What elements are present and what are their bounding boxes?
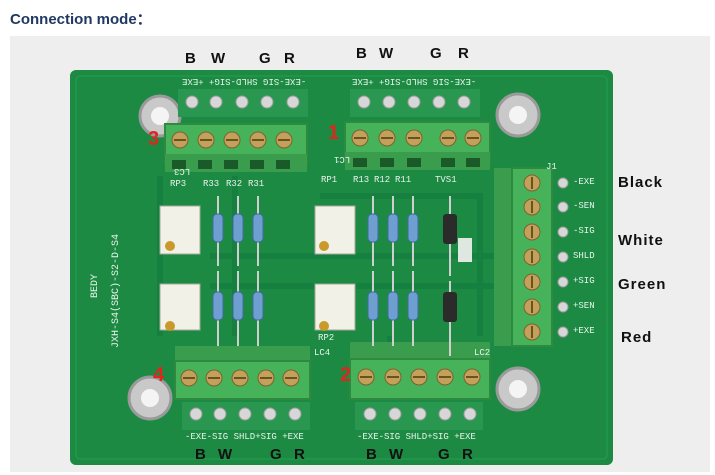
- top1-label-r: R: [458, 45, 469, 62]
- silk-top-right: -EXE-SIG SHLD-SIG+ +EXE: [352, 76, 477, 86]
- board-text-brand: BEDY: [90, 273, 101, 298]
- bottom4-label-b: B: [195, 446, 206, 463]
- silk-top-left: -EXE-SIG SHLD-SIG+ +EXE: [182, 76, 307, 86]
- silk-r32: R32: [226, 179, 243, 189]
- side-pin-1: -EXE: [573, 177, 595, 187]
- silk-r12: R12: [374, 175, 391, 185]
- top-pads-right: [350, 89, 480, 117]
- silk-j1: J1: [546, 162, 557, 172]
- silk-r11: R11: [395, 175, 412, 185]
- bottom2-label-r: R: [462, 446, 473, 463]
- side-pin-6: +SEN: [573, 301, 595, 311]
- trim-potentiometers: [159, 205, 356, 331]
- silk-rp2: RP2: [318, 333, 335, 343]
- silk-tvs1: TVS1: [435, 175, 457, 185]
- silk-rp3: RP3: [170, 179, 187, 189]
- top1-label-w: W: [379, 45, 394, 62]
- bottom4-label-g: G: [270, 446, 282, 463]
- cert-label: [458, 238, 472, 262]
- bottom2-label-w: W: [389, 446, 404, 463]
- side-pin-7: +EXE: [573, 326, 595, 336]
- page-title: Connection mode：: [10, 11, 152, 28]
- side-pin-4: SHLD: [573, 251, 595, 261]
- bottom2-label-b: B: [366, 446, 377, 463]
- connector-number-4: 4: [153, 364, 165, 386]
- top-pads-left: [178, 89, 308, 117]
- wire-label-red: Red: [621, 329, 653, 346]
- terminal-block-2: [349, 342, 491, 400]
- silk-bottom-right: -EXE-SIG SHLD+SIG +EXE: [357, 432, 476, 442]
- silk-lc1: LC1: [334, 154, 351, 164]
- bottom4-label-w: W: [218, 446, 233, 463]
- side-pin-3: -SIG: [573, 226, 595, 236]
- top3-label-b: B: [185, 50, 196, 67]
- silk-r13: R13: [353, 175, 370, 185]
- resistor-bodies: [212, 213, 419, 321]
- wire-label-white: White: [618, 232, 664, 249]
- terminal-block-side: [494, 167, 569, 347]
- terminal-block-3: [164, 123, 308, 172]
- silk-lc3: LC3: [174, 166, 191, 176]
- tvs-diodes: [443, 196, 457, 356]
- top3-label-w: W: [211, 50, 226, 67]
- bottom-pads-left: [182, 402, 310, 430]
- silk-bottom-left: -EXE-SIG SHLD+SIG +EXE: [185, 432, 304, 442]
- side-pin-2: -SEN: [573, 201, 595, 211]
- connector-number-1: 1: [328, 122, 340, 144]
- connector-number-3: 3: [148, 128, 160, 150]
- bottom4-label-r: R: [294, 446, 305, 463]
- wire-label-black: Black: [618, 174, 664, 191]
- silk-lc4: LC4: [314, 348, 331, 358]
- top1-label-b: B: [356, 45, 367, 62]
- terminal-block-1: [344, 121, 491, 170]
- bottom2-label-g: G: [438, 446, 450, 463]
- board-text-model: JXH-S4(SBC)-S2-D-S4: [111, 233, 122, 348]
- top1-label-g: G: [430, 45, 442, 62]
- connector-number-2: 2: [340, 364, 352, 386]
- pcb-photo: -EXE-SIG SHLD-SIG+ +EXE -EXE-SIG SHLD-SI…: [10, 36, 710, 472]
- silk-lc2: LC2: [474, 348, 491, 358]
- pcb-illustration: [10, 36, 710, 472]
- terminal-block-4: [174, 346, 311, 400]
- silk-r33: R33: [203, 179, 220, 189]
- wire-label-green: Green: [618, 276, 667, 293]
- top3-label-r: R: [284, 50, 295, 67]
- side-pin-5: +SIG: [573, 276, 595, 286]
- top3-label-g: G: [259, 50, 271, 67]
- silk-r31: R31: [248, 179, 265, 189]
- silk-rp1: RP1: [321, 175, 338, 185]
- bottom-pads-right: [355, 402, 483, 430]
